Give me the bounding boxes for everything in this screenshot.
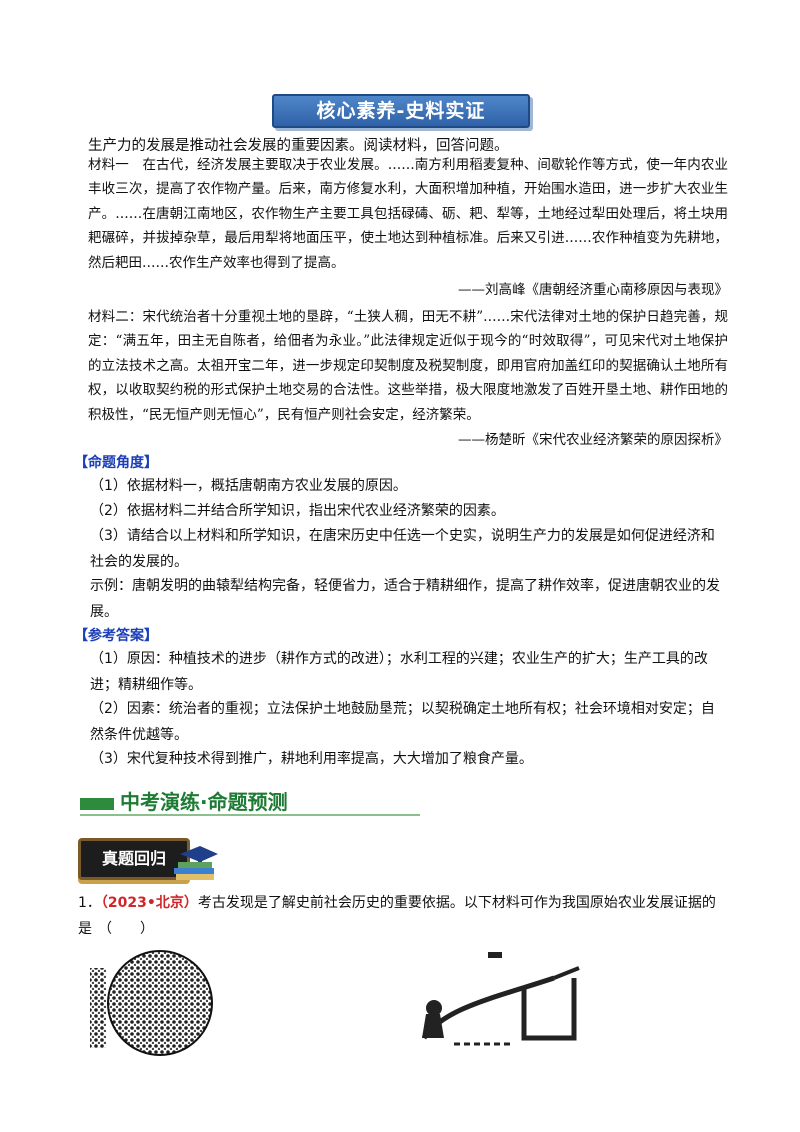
example-line: 示例：唐朝发明的曲辕犁结构完备，轻便省力，适合于精耕细作，提高了耕作效率，促进唐… [90, 578, 720, 620]
intro-text: 生产力的发展是推动社会发展的重要因素。阅读材料，回答问题。 [88, 138, 509, 154]
answer-line: （2）因素：统治者的重视；立法保护土地鼓励垦荒；以契税确定土地所有权；社会环境相… [90, 701, 715, 743]
real-question-badge: 真题回归 [78, 838, 190, 880]
question-line: （3）请结合以上材料和所学知识，在唐宋历史中任选一个史实，说明生产力的发展是如何… [90, 528, 715, 570]
question-number: 1． [78, 895, 101, 911]
question-text: 考古发现是了解史前社会历史的重要依据。以下材料可作为我国原始农业发展证据的是 [78, 895, 716, 937]
question-line: （2）依据材料二并结合所学知识，指出宋代农业经济繁荣的因素。 [90, 503, 505, 519]
question-angle-heading: 【命题角度】 [74, 455, 158, 471]
ceramic-fragment-image [90, 950, 213, 1056]
material-two: 材料二：宋代统治者十分重视土地的垦辟，“土狭人稠，田无不耕”……宋代法律对土地的… [88, 309, 728, 423]
citation-two: ——杨楚昕《宋代农业经济繁荣的原因探析》 [458, 432, 728, 448]
ploughing-figure-image [421, 952, 580, 1046]
title-bar-icon [80, 798, 114, 810]
section-banner: 核心素养-史料实证 [272, 94, 530, 128]
practice-section-text: 中考演练·命题预测 [120, 790, 288, 814]
answer-parentheses: （ ） [98, 921, 154, 937]
question-source: （2023•北京） [100, 895, 198, 911]
question-one: 1．（2023•北京）考古发现是了解史前社会历史的重要依据。以下材料可作为我国原… [78, 890, 728, 942]
citation-one: ——刘高峰《唐朝经济重心南移原因与表现》 [458, 282, 728, 298]
answer-line: （1）原因：种植技术的进步（耕作方式的改进）；水利工程的兴建；农业生产的扩大；生… [90, 651, 708, 693]
practice-section-title: 中考演练·命题预测 [80, 784, 420, 816]
question-line: （1）依据材料一，概括唐朝南方农业发展的原因。 [90, 478, 407, 494]
books-graduation-cap-icon [174, 846, 218, 880]
answer-line: （3）宋代复种技术得到推广，耕地利用率提高，大大增加了粮食产量。 [90, 751, 533, 767]
material-one: 材料一 在古代，经济发展主要取决于农业发展。……南方利用稻麦复种、间歇轮作等方式… [88, 157, 728, 271]
reference-answer-heading: 【参考答案】 [74, 628, 158, 644]
